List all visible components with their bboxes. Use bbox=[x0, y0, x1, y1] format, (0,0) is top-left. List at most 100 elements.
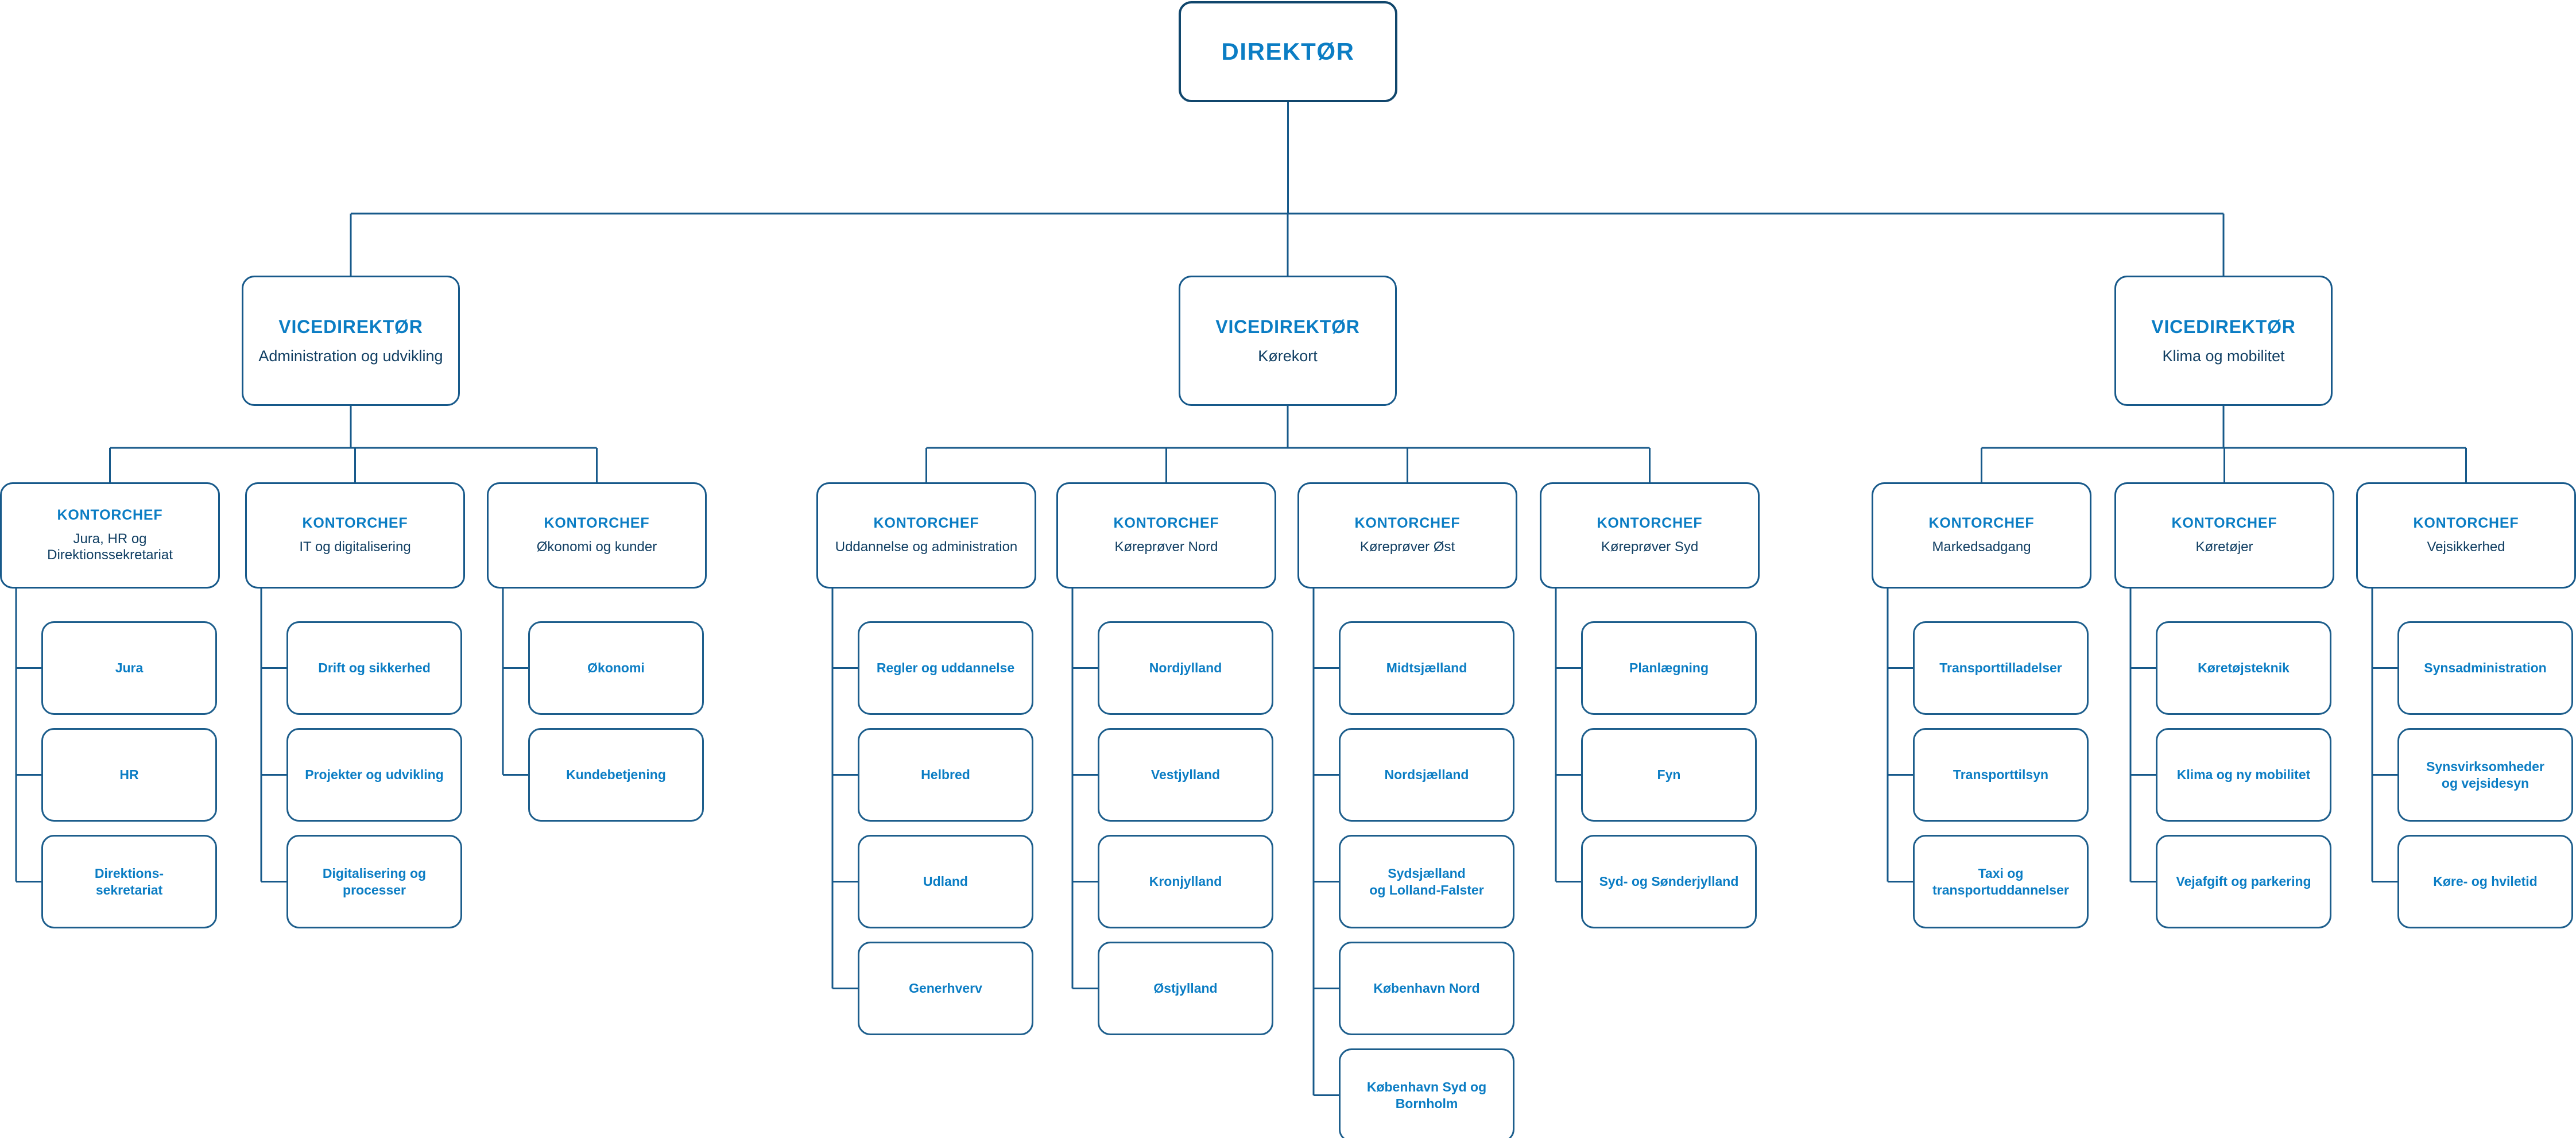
office-chief-name-label: Køreprøver Øst bbox=[1359, 539, 1455, 555]
unit-label: Generhverv bbox=[909, 981, 982, 996]
director-role-label: DIREKTØR bbox=[1221, 37, 1355, 65]
vice-director-box-1[interactable]: VICEDIREKTØR Administration og udvikling bbox=[242, 276, 460, 406]
vice-director-role-label: VICEDIREKTØR bbox=[1215, 316, 1360, 337]
office-chief-name-label: IT og digitalisering bbox=[299, 539, 411, 555]
office-chief-name-label: Uddannelse og administration bbox=[835, 539, 1018, 555]
unit-box[interactable]: Fyn bbox=[1581, 728, 1757, 822]
office-chief-box-6[interactable]: KONTORCHEF Køreprøver Øst bbox=[1297, 482, 1517, 589]
office-chief-box-3[interactable]: KONTORCHEF Økonomi og kunder bbox=[487, 482, 707, 589]
vice-director-name-label: Klima og mobilitet bbox=[2162, 347, 2285, 365]
unit-label: Regler og uddannelse bbox=[876, 660, 1015, 676]
unit-label: Midtsjælland bbox=[1386, 660, 1467, 676]
unit-label: Fyn bbox=[1657, 767, 1681, 783]
unit-box[interactable]: Jura bbox=[41, 621, 217, 715]
unit-label: HR bbox=[119, 767, 139, 783]
office-chief-role-label: KONTORCHEF bbox=[873, 515, 979, 532]
office-chief-role-label: KONTORCHEF bbox=[1113, 515, 1219, 532]
vice-director-name-label: Administration og udvikling bbox=[258, 347, 443, 365]
unit-box[interactable]: Klima og ny mobilitet bbox=[2156, 728, 2331, 822]
office-chief-name-label: Økonomi og kunder bbox=[536, 539, 657, 555]
vice-director-role-label: VICEDIREKTØR bbox=[2151, 316, 2296, 337]
unit-box[interactable]: Direktions-sekretariat bbox=[41, 835, 217, 928]
unit-box[interactable]: Kronjylland bbox=[1098, 835, 1273, 928]
unit-label: Drift og sikkerhed bbox=[318, 660, 431, 676]
office-chief-role-label: KONTORCHEF bbox=[1928, 515, 2035, 532]
office-chief-box-4[interactable]: KONTORCHEF Uddannelse og administration bbox=[816, 482, 1036, 589]
office-chief-role-label: KONTORCHEF bbox=[1354, 515, 1461, 532]
unit-box[interactable]: Planlægning bbox=[1581, 621, 1757, 715]
unit-label: Østjylland bbox=[1153, 981, 1218, 996]
unit-label: Køretøjsteknik bbox=[2198, 660, 2290, 676]
office-chief-role-label: KONTORCHEF bbox=[57, 506, 163, 523]
unit-box[interactable]: Vejafgift og parkering bbox=[2156, 835, 2331, 928]
unit-label: Direktions-sekretariat bbox=[94, 865, 164, 897]
unit-box[interactable]: Projekter og udvikling bbox=[286, 728, 462, 822]
office-chief-role-label: KONTORCHEF bbox=[1597, 515, 1703, 532]
unit-box[interactable]: Midtsjælland bbox=[1339, 621, 1514, 715]
unit-box[interactable]: Nordjylland bbox=[1098, 621, 1273, 715]
office-chief-box-7[interactable]: KONTORCHEF Køreprøver Syd bbox=[1540, 482, 1760, 589]
unit-box[interactable]: Syd- og Sønderjylland bbox=[1581, 835, 1757, 928]
office-chief-role-label: KONTORCHEF bbox=[544, 515, 650, 532]
office-chief-box-2[interactable]: KONTORCHEF IT og digitalisering bbox=[245, 482, 465, 589]
unit-box[interactable]: Køre- og hviletid bbox=[2397, 835, 2573, 928]
unit-box[interactable]: Synsadministration bbox=[2397, 621, 2573, 715]
vice-director-name-label: Kørekort bbox=[1258, 347, 1318, 365]
unit-box[interactable]: Nordsjælland bbox=[1339, 728, 1514, 822]
office-chief-name-label: Køreprøver Nord bbox=[1114, 539, 1218, 555]
unit-box[interactable]: Udland bbox=[858, 835, 1033, 928]
unit-box[interactable]: Kundebetjening bbox=[528, 728, 704, 822]
office-chief-name-label: Vejsikkerhed bbox=[2427, 539, 2505, 555]
unit-box[interactable]: Østjylland bbox=[1098, 942, 1273, 1035]
vice-director-role-label: VICEDIREKTØR bbox=[278, 316, 423, 337]
unit-label: Jura bbox=[115, 660, 144, 676]
vice-director-box-2[interactable]: VICEDIREKTØR Kørekort bbox=[1179, 276, 1397, 406]
unit-label: Transporttilladelser bbox=[1939, 660, 2062, 676]
office-chief-box-5[interactable]: KONTORCHEF Køreprøver Nord bbox=[1056, 482, 1276, 589]
unit-label: Køre- og hviletid bbox=[2433, 874, 2538, 889]
office-chief-box-10[interactable]: KONTORCHEF Vejsikkerhed bbox=[2356, 482, 2576, 589]
unit-label: Økonomi bbox=[587, 660, 645, 676]
unit-label: Kundebetjening bbox=[566, 767, 666, 783]
unit-box[interactable]: Vestjylland bbox=[1098, 728, 1273, 822]
unit-label: Udland bbox=[923, 874, 968, 889]
office-chief-role-label: KONTORCHEF bbox=[2171, 515, 2277, 532]
unit-label: Vestjylland bbox=[1151, 767, 1221, 783]
office-chief-name-label: Køretøjer bbox=[2195, 539, 2253, 555]
unit-box[interactable]: Generhverv bbox=[858, 942, 1033, 1035]
unit-box[interactable]: Køretøjsteknik bbox=[2156, 621, 2331, 715]
unit-label: Klima og ny mobilitet bbox=[2176, 767, 2311, 783]
unit-label: Projekter og udvikling bbox=[305, 767, 444, 783]
unit-label: Nordjylland bbox=[1149, 660, 1222, 676]
office-chief-role-label: KONTORCHEF bbox=[2413, 515, 2519, 532]
unit-box[interactable]: Drift og sikkerhed bbox=[286, 621, 462, 715]
unit-label: Helbred bbox=[921, 767, 970, 783]
unit-box[interactable]: Helbred bbox=[858, 728, 1033, 822]
unit-box[interactable]: HR bbox=[41, 728, 217, 822]
unit-box[interactable]: Transporttilladelser bbox=[1913, 621, 2089, 715]
unit-box[interactable]: Transporttilsyn bbox=[1913, 728, 2089, 822]
unit-label: Transporttilsyn bbox=[1953, 767, 2049, 783]
unit-box[interactable]: Økonomi bbox=[528, 621, 704, 715]
unit-label: Syd- og Sønderjylland bbox=[1599, 874, 1739, 889]
office-chief-box-9[interactable]: KONTORCHEF Køretøjer bbox=[2114, 482, 2334, 589]
office-chief-name-label: Køreprøver Syd bbox=[1601, 539, 1699, 555]
director-box[interactable]: DIREKTØR bbox=[1179, 1, 1397, 102]
vice-director-box-3[interactable]: VICEDIREKTØR Klima og mobilitet bbox=[2114, 276, 2333, 406]
unit-label: København Nord bbox=[1373, 981, 1480, 996]
office-chief-role-label: KONTORCHEF bbox=[302, 515, 408, 532]
unit-box[interactable]: København Nord bbox=[1339, 942, 1514, 1035]
unit-box[interactable]: Regler og uddannelse bbox=[858, 621, 1033, 715]
